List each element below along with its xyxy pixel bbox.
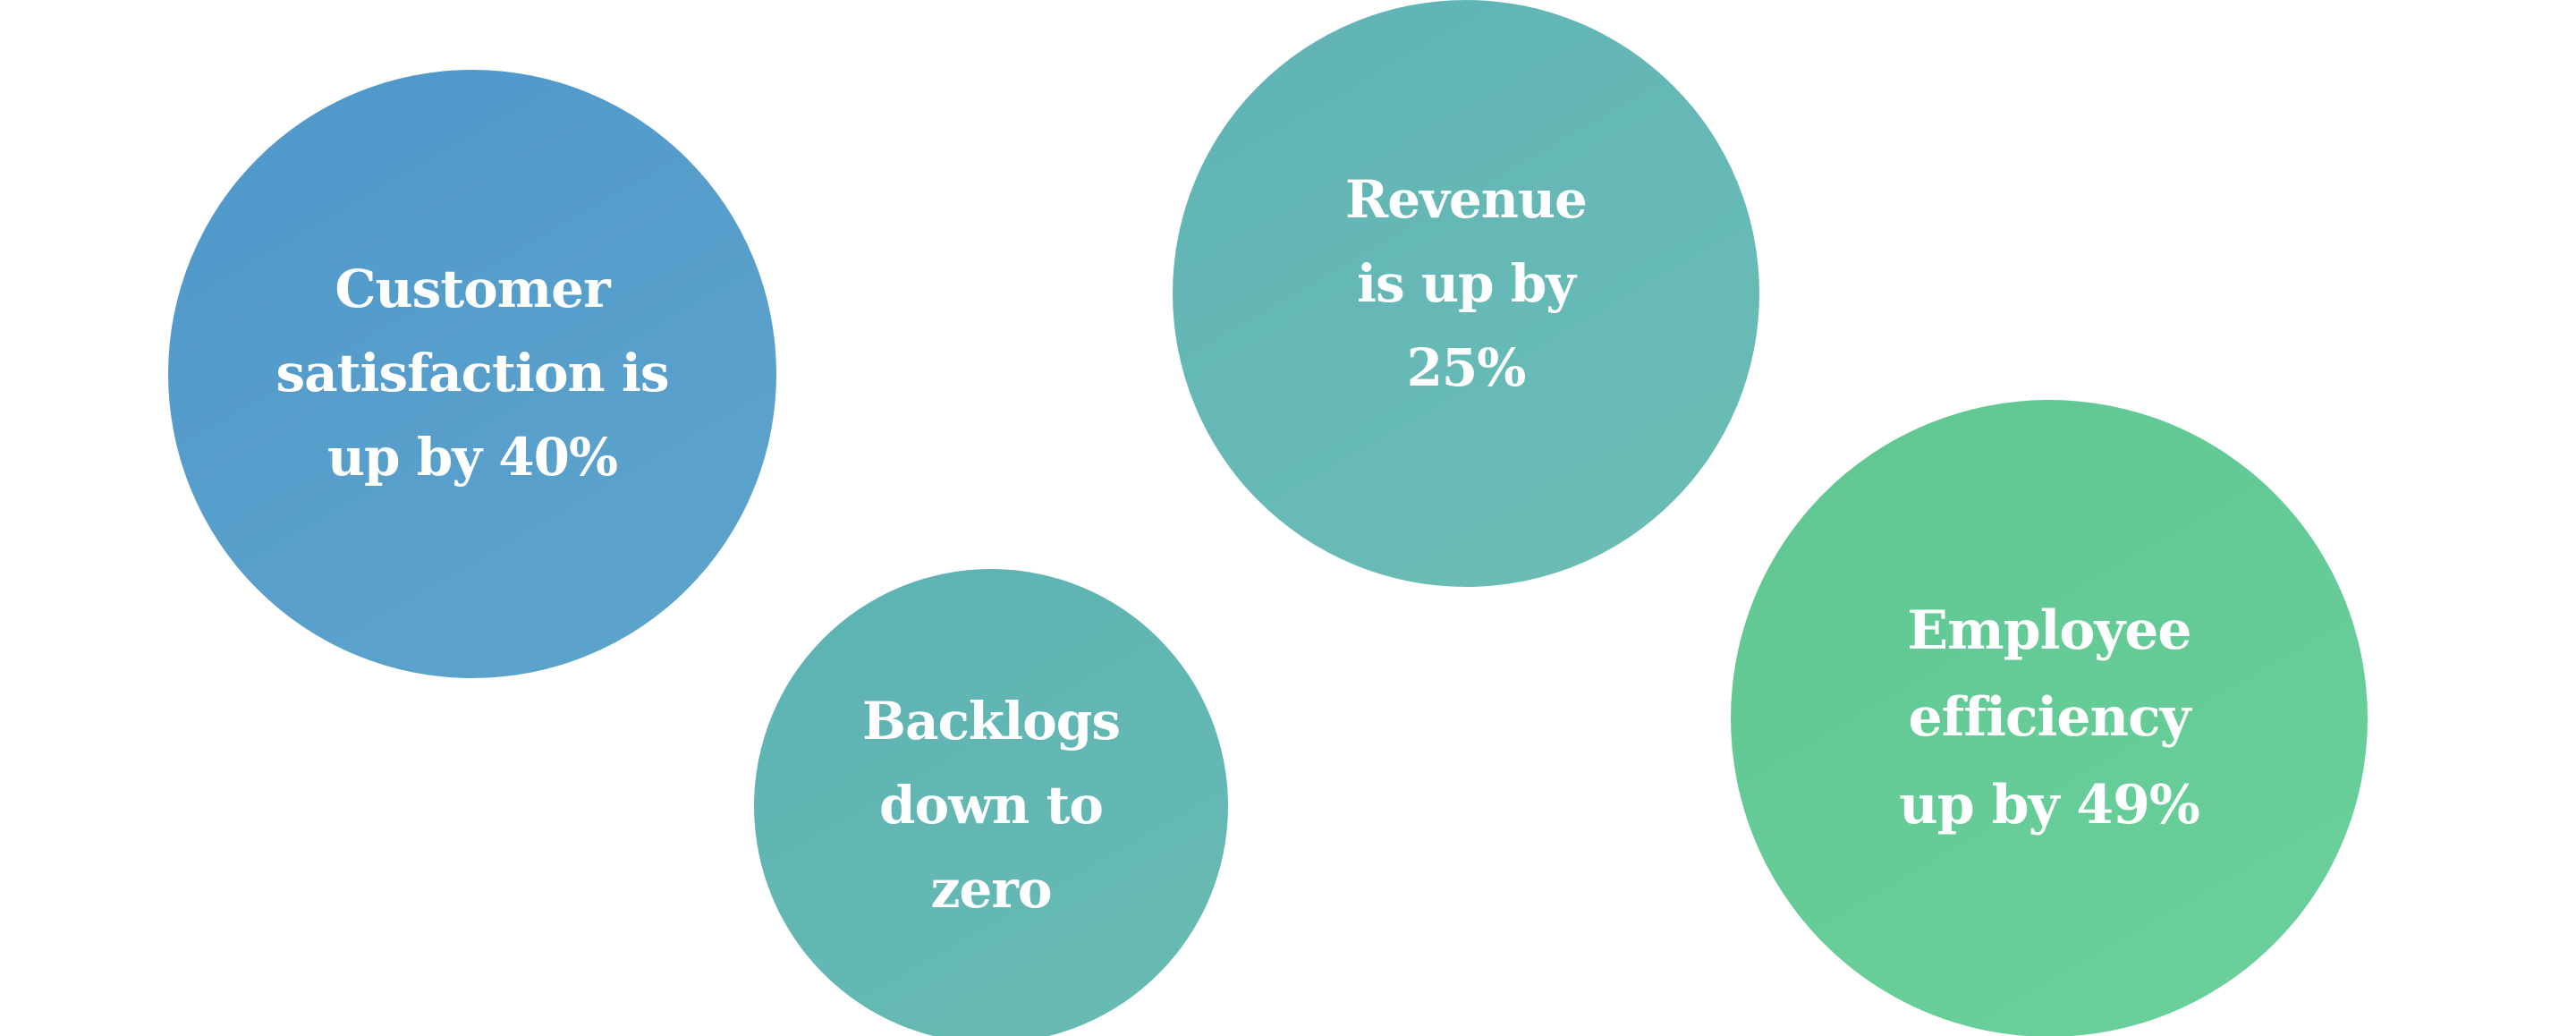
backlogs-bubble: Backlogs down to zero	[754, 569, 1228, 1036]
bubble-line: 25%	[1406, 336, 1527, 398]
bubble-line: zero	[930, 858, 1052, 920]
bubble-line: satisfaction is	[275, 343, 669, 404]
customer-satisfaction-bubble: Customer satisfaction is up by 40%	[168, 70, 776, 678]
bubble-line: Employee	[1907, 599, 2191, 663]
customer-satisfaction-text: Customer satisfaction is up by 40%	[275, 248, 669, 500]
bubble-line: up by 49%	[1899, 773, 2200, 836]
bubble-line: Customer	[335, 259, 610, 320]
bubble-line: is up by	[1356, 253, 1576, 315]
bubble-line: down to	[878, 775, 1104, 836]
bubble-line: Revenue	[1345, 169, 1588, 231]
backlogs-text: Backlogs down to zero	[861, 680, 1121, 932]
employee-efficiency-text: Employee efficiency up by 49%	[1899, 588, 2200, 849]
bubble-line: Backlogs	[861, 691, 1121, 752]
bubble-line: up by 40%	[326, 426, 618, 488]
revenue-bubble: Revenue is up by 25%	[1173, 0, 1759, 587]
bubble-line: efficiency	[1908, 686, 2190, 750]
employee-efficiency-bubble: Employee efficiency up by 49%	[1731, 400, 2368, 1036]
revenue-text: Revenue is up by 25%	[1345, 158, 1588, 411]
